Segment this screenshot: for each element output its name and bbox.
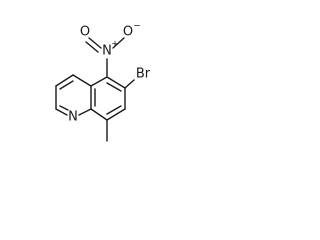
bond-c5-c6-inner <box>106 82 122 92</box>
bond-c7-c8-inner <box>106 105 122 115</box>
bond-c5-c6 <box>106 76 126 89</box>
bond-nitro-n-o-right <box>112 37 125 49</box>
bond-c2-n1-inner <box>59 105 69 111</box>
bond-c7-c8 <box>106 108 126 121</box>
nitro-oxygen-double-label: O <box>80 25 90 40</box>
nitro-nitrogen-label: N <box>102 44 112 59</box>
bromine-label: Br <box>136 67 151 82</box>
molecule-diagram: N N + O O − Br <box>55 22 151 142</box>
bond-c2-n1 <box>55 108 68 116</box>
nitro-nitrogen-charge: + <box>111 40 119 50</box>
bond-c8-c8a <box>90 108 108 121</box>
bond-c6-br <box>124 79 135 89</box>
bond-c4a-c5 <box>90 76 108 87</box>
nitro-oxygen-charge: − <box>133 22 141 32</box>
bond-c4-c3 <box>55 74 74 87</box>
bond-c4-c3-inner <box>59 80 74 90</box>
ring-nitrogen-label: N <box>68 110 78 125</box>
bond-c4a-c4 <box>72 74 92 87</box>
bond-nitro-n-o-left <box>88 37 102 49</box>
bond-nitro-n-o-left-inner <box>85 41 99 53</box>
bond-n1-c8a <box>78 108 92 116</box>
nitro-oxygen-single-label: O <box>123 25 133 40</box>
